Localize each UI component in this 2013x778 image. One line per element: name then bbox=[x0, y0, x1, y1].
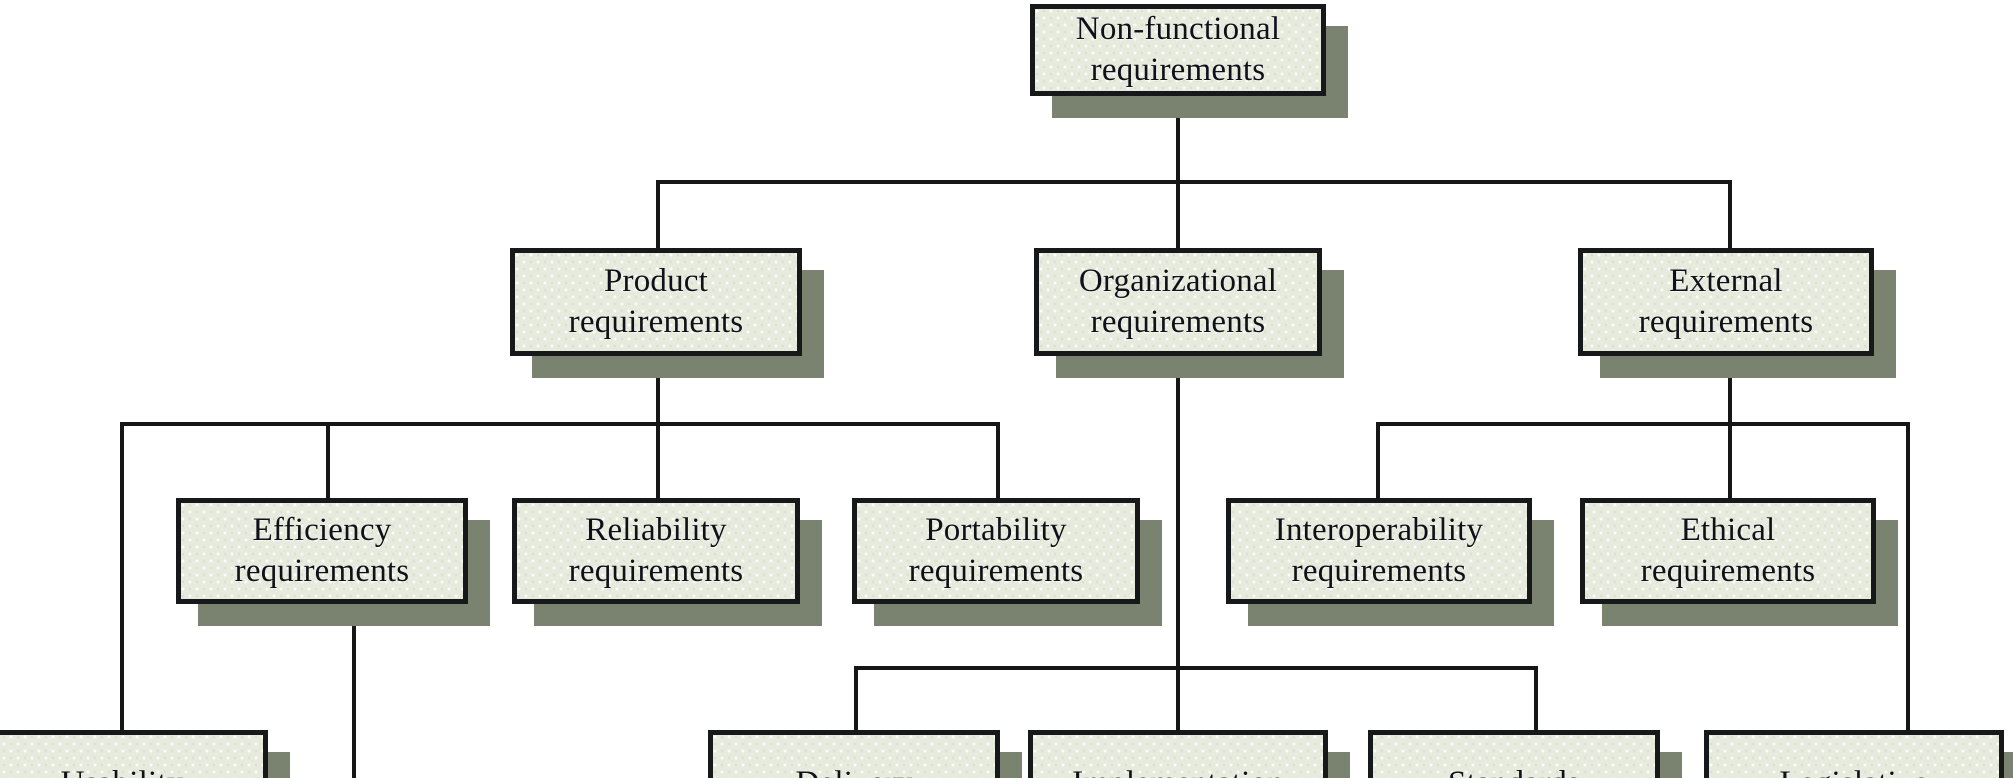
node-organizational-requirements[interactable]: Organizational requirements bbox=[1034, 248, 1344, 378]
edge-drop-delivery bbox=[854, 666, 858, 744]
node-label: External requirements bbox=[1638, 263, 1814, 340]
node-label: Non-functional requirements bbox=[1075, 11, 1281, 88]
edge-product-stem bbox=[656, 356, 660, 424]
node-delivery[interactable]: Delivery bbox=[708, 730, 1022, 778]
edge-drop-standards bbox=[1534, 666, 1538, 744]
node-standards[interactable]: Standards bbox=[1368, 730, 1682, 778]
edge-drop-product bbox=[656, 180, 660, 252]
node-face: Implementation bbox=[1028, 730, 1328, 778]
node-interoperability-requirements[interactable]: Interoperability requirements bbox=[1226, 498, 1554, 626]
node-label: Reliability requirements bbox=[568, 512, 744, 589]
node-ethical-requirements[interactable]: Ethical requirements bbox=[1580, 498, 1898, 626]
node-label: Efficiency requirements bbox=[234, 512, 410, 589]
node-face: Product requirements bbox=[510, 248, 802, 356]
node-label: Delivery bbox=[787, 763, 920, 778]
node-face: Delivery bbox=[708, 730, 1000, 778]
edge-organizational-bus bbox=[854, 666, 1538, 670]
node-label: Usability bbox=[53, 763, 192, 778]
node-label: Ethical requirements bbox=[1640, 512, 1816, 589]
node-usability[interactable]: Usability bbox=[0, 730, 290, 778]
node-label: Legislative bbox=[1772, 763, 1937, 778]
node-face: Portability requirements bbox=[852, 498, 1140, 604]
edge-organizational-stem bbox=[1176, 356, 1180, 668]
node-label: Product requirements bbox=[568, 263, 744, 340]
node-face: Usability bbox=[0, 730, 268, 778]
edge-product-bus bbox=[120, 422, 1000, 426]
node-face: Ethical requirements bbox=[1580, 498, 1876, 604]
edge-drop-reliability bbox=[656, 422, 660, 500]
edge-drop-portability bbox=[996, 422, 1000, 500]
edge-drop-efficiency bbox=[326, 422, 330, 500]
node-label: Interoperability requirements bbox=[1274, 512, 1484, 589]
node-implementation[interactable]: Implementation bbox=[1028, 730, 1350, 778]
node-efficiency-requirements[interactable]: Efficiency requirements bbox=[176, 498, 490, 626]
node-face: Non-functional requirements bbox=[1030, 4, 1326, 96]
edge-drop-organizational bbox=[1176, 180, 1180, 252]
node-label: Standards bbox=[1440, 763, 1588, 778]
edge-efficiency-stem bbox=[352, 604, 356, 778]
edge-drop-implementation bbox=[1176, 666, 1180, 744]
node-legislative[interactable]: Legislative bbox=[1704, 730, 2013, 778]
node-label: Organizational requirements bbox=[1078, 263, 1278, 340]
node-product-requirements[interactable]: Product requirements bbox=[510, 248, 824, 378]
edge-root-stem bbox=[1176, 96, 1180, 182]
node-face: Efficiency requirements bbox=[176, 498, 468, 604]
node-face: Interoperability requirements bbox=[1226, 498, 1532, 604]
node-face: External requirements bbox=[1578, 248, 1874, 356]
node-face: Organizational requirements bbox=[1034, 248, 1322, 356]
edge-level2-bus bbox=[656, 180, 1732, 184]
edge-drop-usability bbox=[120, 422, 124, 732]
node-label: Portability requirements bbox=[908, 512, 1084, 589]
node-external-requirements[interactable]: External requirements bbox=[1578, 248, 1896, 378]
node-non-functional-requirements[interactable]: Non-functional requirements bbox=[1030, 4, 1348, 118]
node-label: Implementation bbox=[1064, 763, 1292, 778]
edge-external-stem bbox=[1728, 356, 1732, 424]
node-face: Reliability requirements bbox=[512, 498, 800, 604]
edge-external-bus bbox=[1376, 422, 1910, 426]
node-face: Standards bbox=[1368, 730, 1660, 778]
node-portability-requirements[interactable]: Portability requirements bbox=[852, 498, 1162, 626]
edge-drop-interoperability bbox=[1376, 422, 1380, 500]
edge-drop-ethical bbox=[1728, 422, 1732, 500]
node-reliability-requirements[interactable]: Reliability requirements bbox=[512, 498, 822, 626]
edge-drop-legislative bbox=[1906, 422, 1910, 732]
edge-drop-external bbox=[1728, 180, 1732, 252]
node-face: Legislative bbox=[1704, 730, 2004, 778]
